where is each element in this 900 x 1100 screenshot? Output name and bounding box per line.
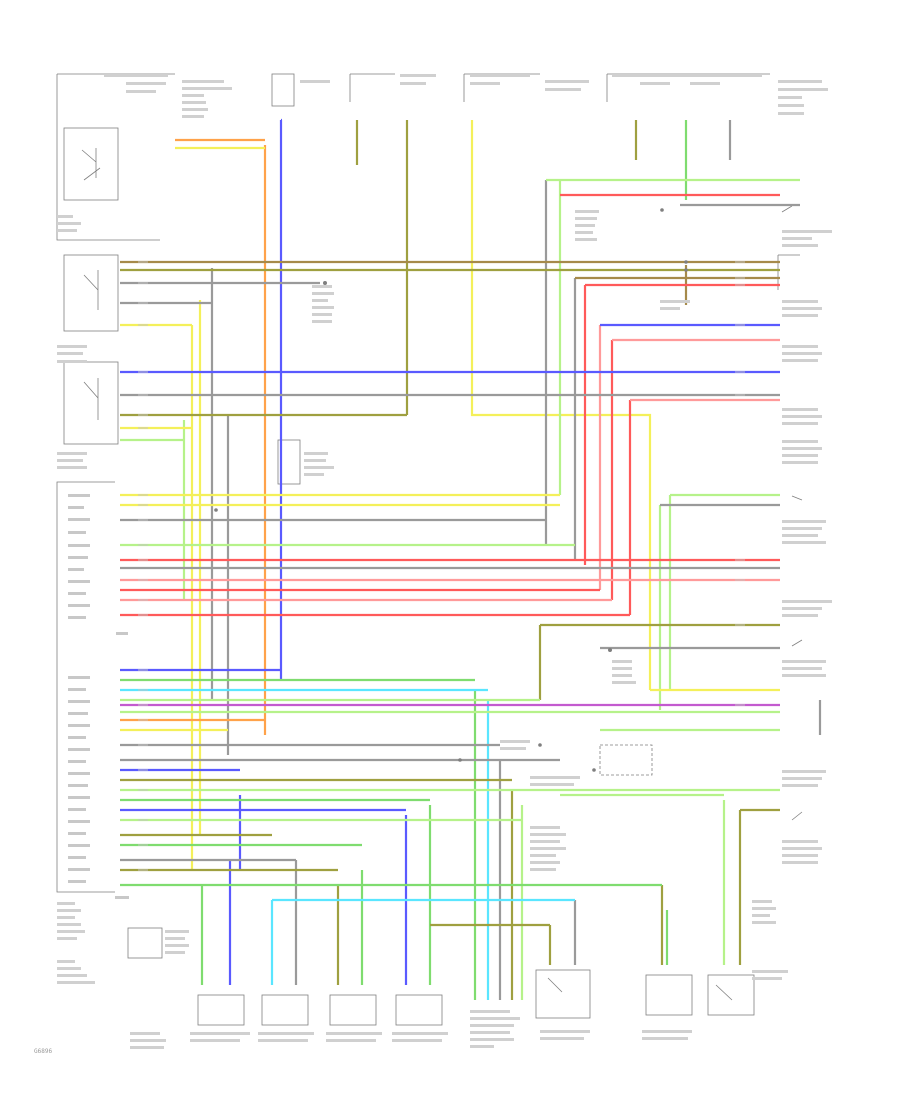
component-outlines — [56, 73, 800, 1026]
right-connector-1 — [777, 254, 800, 290]
top-module-1 — [271, 73, 295, 107]
bottom-box-4 — [395, 994, 443, 1026]
top-connector-2 — [349, 73, 395, 102]
center-module — [277, 439, 301, 485]
top-connector-4 — [606, 73, 770, 102]
pin-numbers — [68, 494, 129, 899]
bottom-box-6 — [645, 974, 693, 1016]
label-placeholders — [57, 74, 832, 1049]
horizontal-wires — [120, 118, 800, 927]
bottom-box-3 — [329, 994, 377, 1026]
left-relay-1 — [63, 254, 119, 332]
bottom-box-7 — [707, 974, 755, 1016]
control-unit-outline — [56, 481, 115, 893]
sub-module — [599, 744, 653, 776]
relay-symbols — [81, 148, 803, 1001]
top-connector-3 — [463, 73, 540, 102]
junction-dots — [214, 208, 688, 772]
wire-label-markers — [138, 261, 745, 871]
left-relay-2 — [63, 361, 119, 445]
sensor-box — [127, 927, 163, 959]
bottom-box-5 — [535, 969, 591, 1019]
bottom-box-2 — [261, 994, 309, 1026]
main-relay-box — [56, 73, 175, 241]
bottom-box-1 — [197, 994, 245, 1026]
figure-code: G6896 — [34, 1048, 53, 1055]
main-relay-inner — [63, 127, 119, 201]
